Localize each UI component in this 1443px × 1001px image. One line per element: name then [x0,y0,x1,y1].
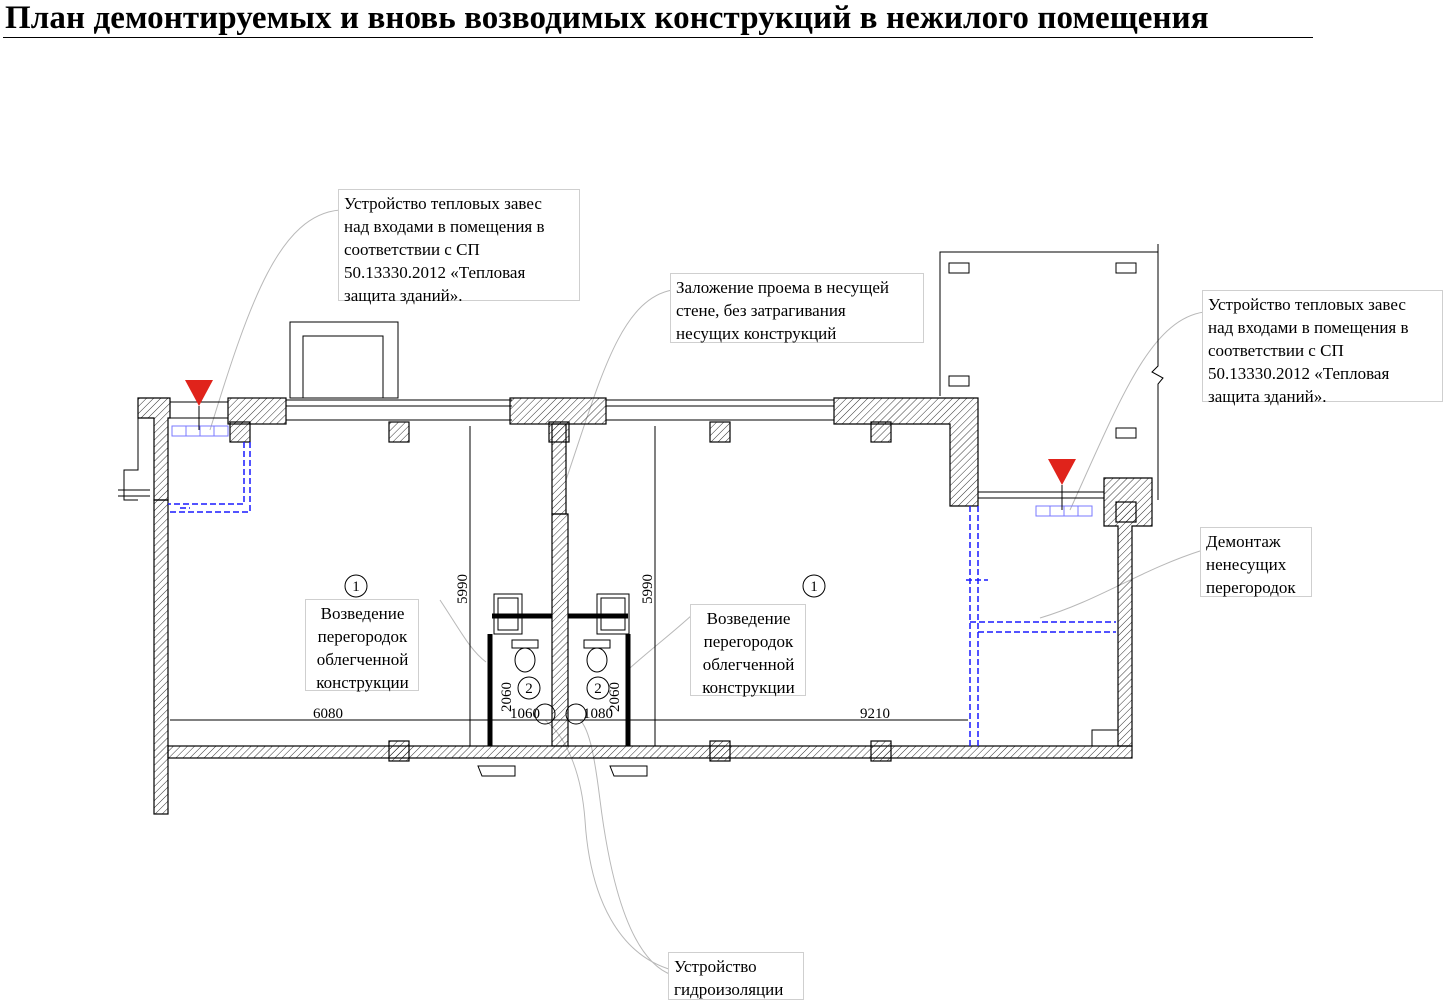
dim-wc-right: 2060 [607,682,623,712]
room-marker-1a: 1 [352,579,360,595]
dim-height-right: 5990 [640,574,656,604]
room-marker-2b: 2 [594,681,602,697]
title-underline [3,37,1313,38]
entrance-markers [185,380,1076,485]
room-markers [344,574,826,700]
dismantle-dashed [168,442,1116,746]
new-partitions [487,613,631,746]
columns [229,421,1137,762]
bearing-walls [137,397,1153,815]
dim-wc-left: 2060 [499,682,515,712]
dim-wc-width-left: 1060 [510,706,540,722]
dim-height-left: 5990 [455,574,471,604]
sanitary-fixtures [493,593,630,725]
outline-thin [118,244,1164,777]
dim-wc-width-right: 1080 [583,706,613,722]
room-marker-2a: 2 [525,681,533,697]
heat-curtains [171,425,1093,517]
page-title: План демонтируемых и вновь возводимых ко… [5,0,1209,36]
dim-width-right: 9210 [860,706,890,722]
room-marker-1b: 1 [810,579,818,595]
dim-width-left: 6080 [313,706,343,722]
